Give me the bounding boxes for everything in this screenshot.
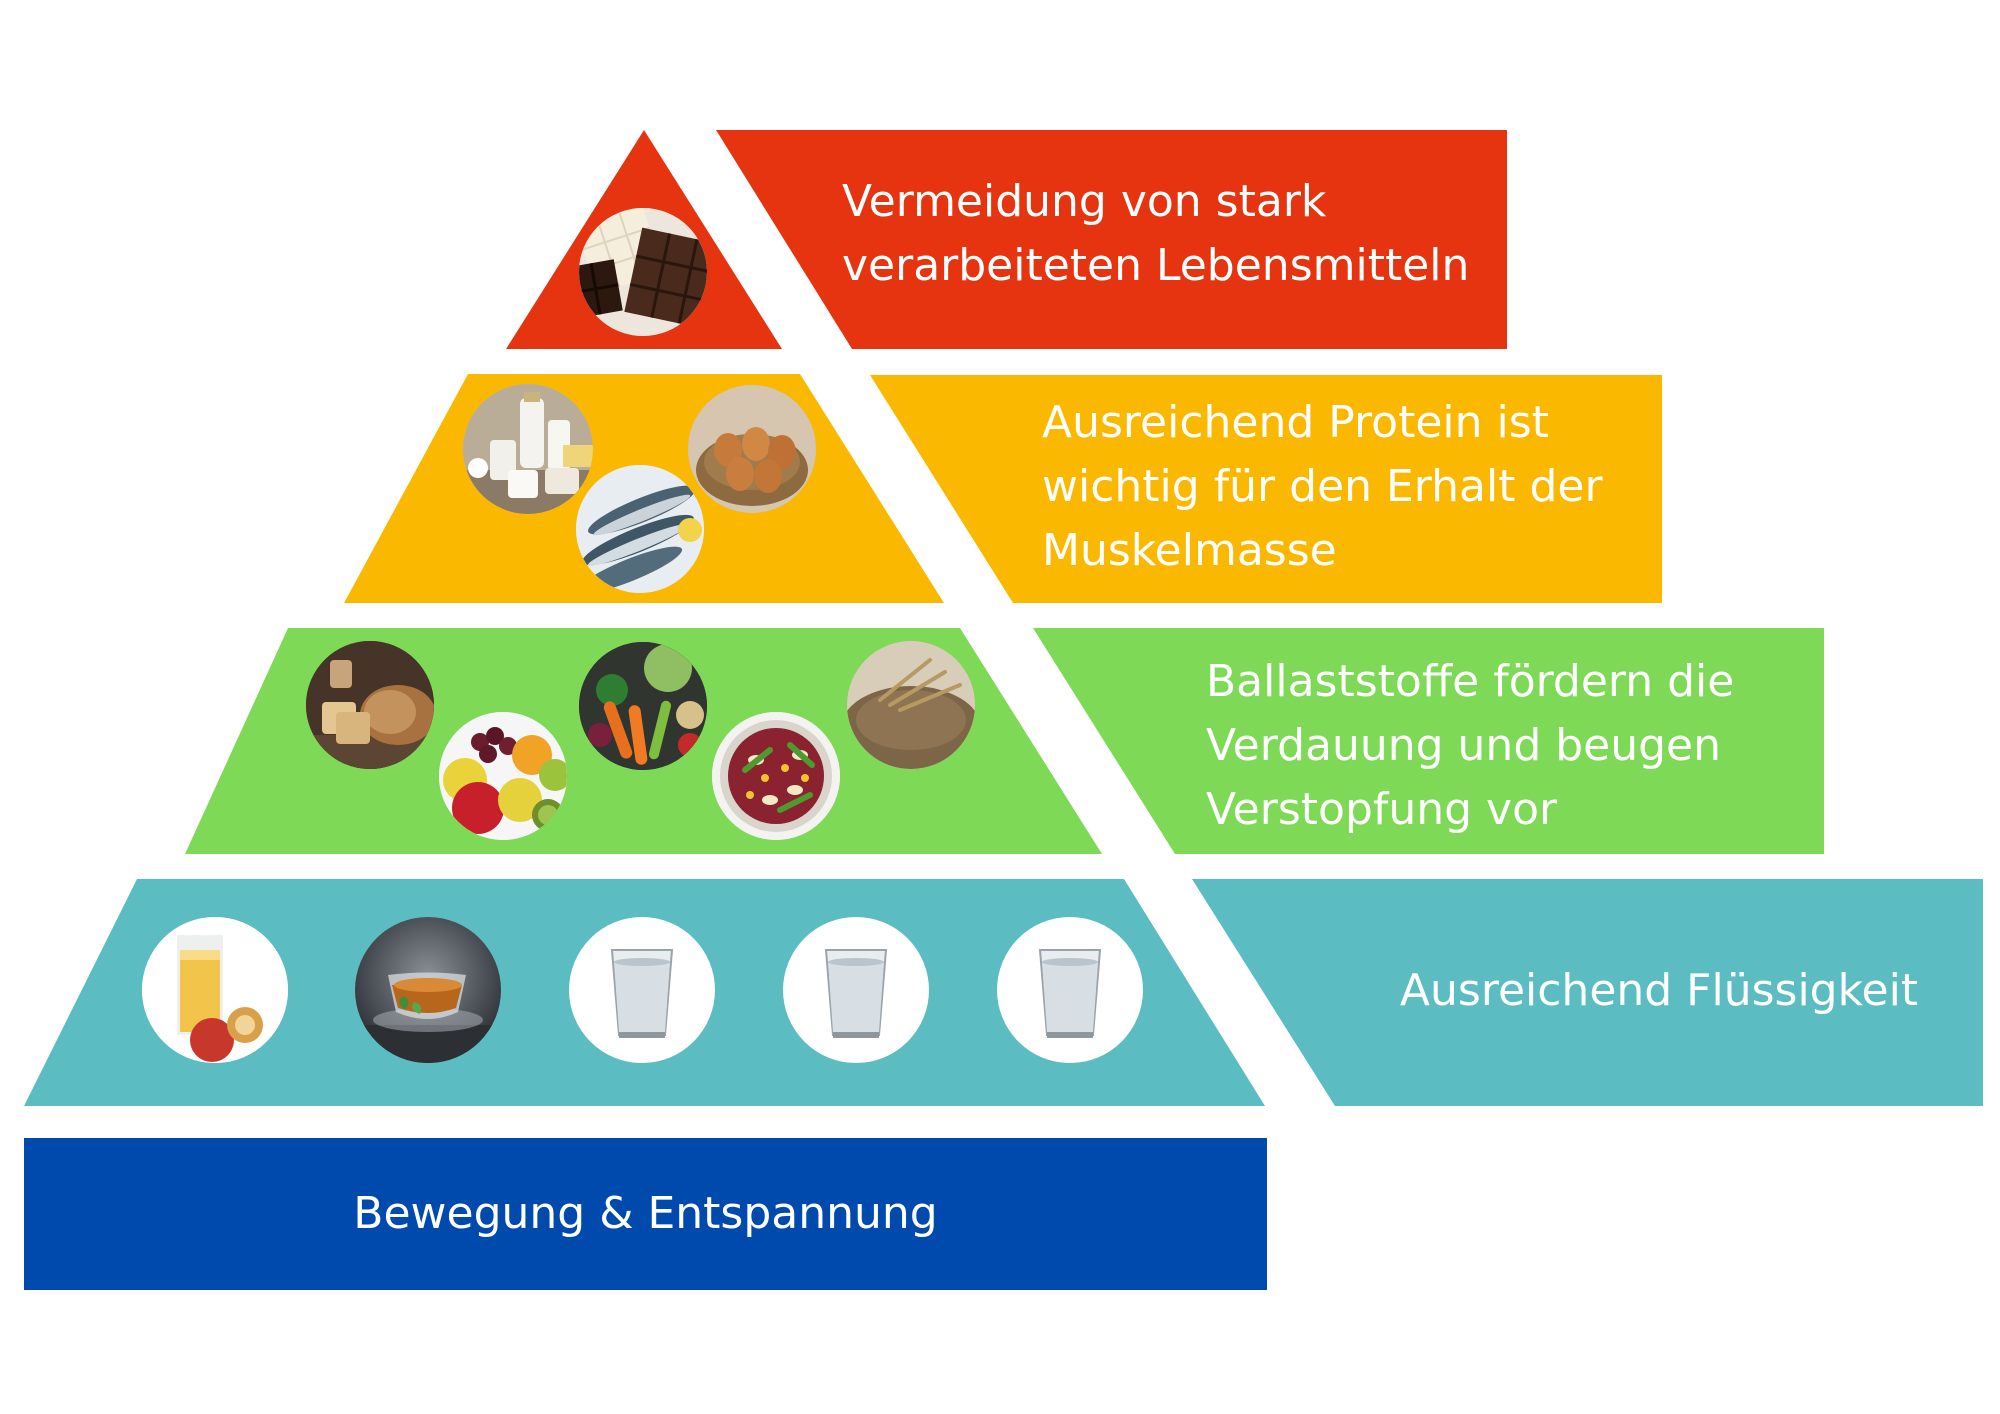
water-glass-image — [569, 917, 715, 1063]
label-fiber: Ballaststoffe fördern die Verdauung und … — [1206, 656, 1735, 835]
bean-salad-image — [712, 712, 840, 840]
tea-image — [355, 917, 501, 1063]
chocolate-image — [579, 208, 707, 336]
tier-top-panel — [716, 130, 1507, 349]
tier-fluid-panel — [1192, 879, 1983, 1106]
bread-image — [306, 641, 434, 769]
label-protein: Ausreichend Protein ist wichtig für den … — [1042, 397, 1603, 576]
water-glass-image — [783, 917, 929, 1063]
fruit-image — [439, 712, 567, 840]
apple-juice-image — [142, 917, 288, 1063]
label-processed-foods: Vermeidung von stark verarbeiteten Leben… — [842, 176, 1470, 291]
fish-image — [576, 465, 704, 593]
vegetables-image — [579, 642, 707, 770]
eggs-image — [688, 385, 816, 513]
tier-protein-panel — [870, 375, 1662, 603]
grains-image — [847, 641, 975, 769]
tier-fiber-panel — [1033, 628, 1824, 854]
water-glass-image — [997, 917, 1143, 1063]
label-fluid: Ausreichend Flüssigkeit — [1399, 965, 1919, 1016]
base-bar — [24, 1138, 1267, 1290]
label-base: Bewegung & Entspannung — [353, 1188, 938, 1239]
